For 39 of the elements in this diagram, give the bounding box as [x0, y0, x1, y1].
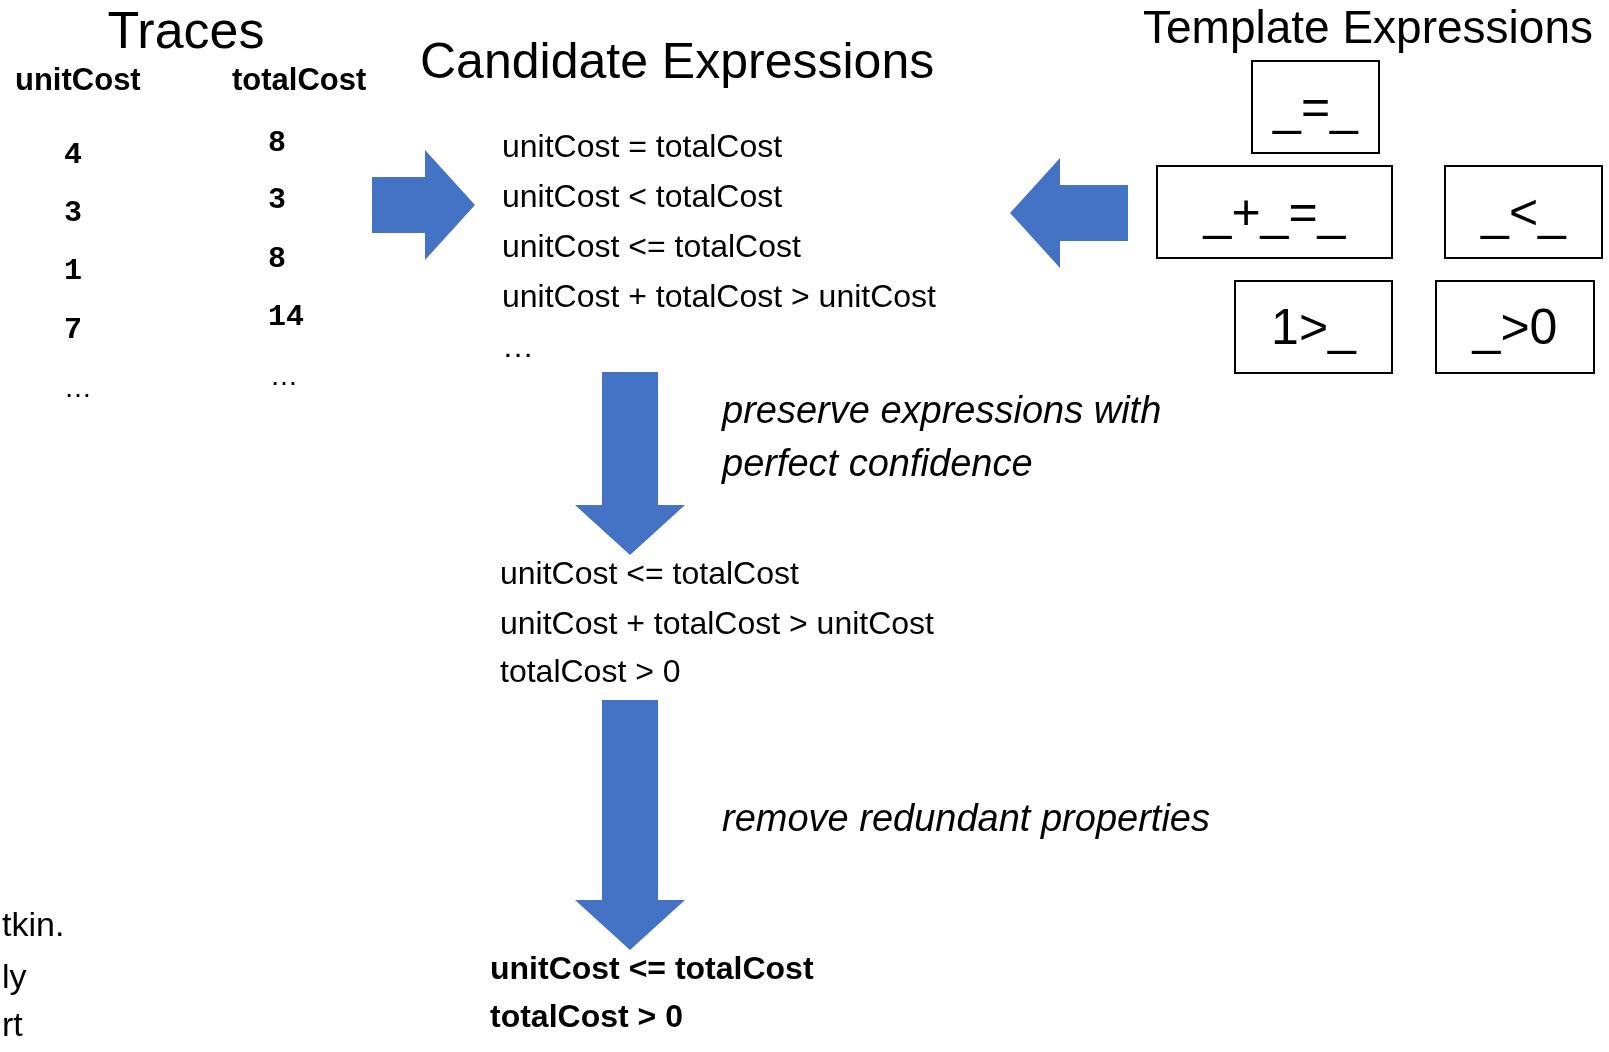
section-heading: Candidate Expressions: [420, 32, 936, 90]
block-arrow: [1010, 158, 1128, 268]
expression-text: …: [502, 328, 534, 365]
column-header: unitCost: [15, 62, 141, 98]
expression-text: totalCost > 0: [500, 653, 681, 690]
table-value: 3: [64, 196, 82, 230]
template-box: _+_=_: [1156, 165, 1393, 259]
expression-text: unitCost <= totalCost: [490, 950, 814, 987]
cut-off-text: tkin.: [2, 905, 65, 944]
table-value: 14: [268, 300, 304, 334]
table-value: 4: [64, 138, 82, 172]
block-arrow: [575, 372, 685, 555]
block-arrow: [575, 700, 685, 950]
table-value: 1: [64, 254, 82, 288]
expression-text: unitCost = totalCost: [502, 128, 783, 165]
template-box: _>0: [1435, 280, 1595, 374]
table-value: 3: [268, 183, 286, 217]
column-header: totalCost: [232, 62, 367, 98]
table-value: …: [64, 372, 92, 404]
expression-text: unitCost < totalCost: [502, 178, 783, 215]
expression-text: unitCost <= totalCost: [500, 555, 799, 592]
section-heading: Template Expressions: [1142, 0, 1594, 54]
edge-label: preserve expressions with perfect confidence: [722, 388, 1163, 486]
cut-off-text: rt: [2, 1005, 23, 1044]
expression-text: totalCost > 0: [490, 998, 683, 1035]
edge-label: remove redundant properties: [722, 796, 1211, 841]
expression-text: unitCost + totalCost > unitCost: [502, 278, 936, 315]
section-heading: Traces: [106, 0, 266, 60]
block-arrow: [372, 150, 475, 260]
table-value: 8: [268, 242, 286, 276]
table-value: 7: [64, 313, 82, 347]
template-box: 1>_: [1234, 280, 1393, 374]
expression-text: unitCost <= totalCost: [502, 228, 801, 265]
expression-text: unitCost + totalCost > unitCost: [500, 605, 934, 642]
template-box: _<_: [1444, 165, 1603, 259]
cut-off-text: ly: [2, 957, 27, 996]
template-box: _=_: [1251, 60, 1380, 154]
table-value: …: [270, 360, 298, 392]
table-value: 8: [268, 126, 286, 160]
